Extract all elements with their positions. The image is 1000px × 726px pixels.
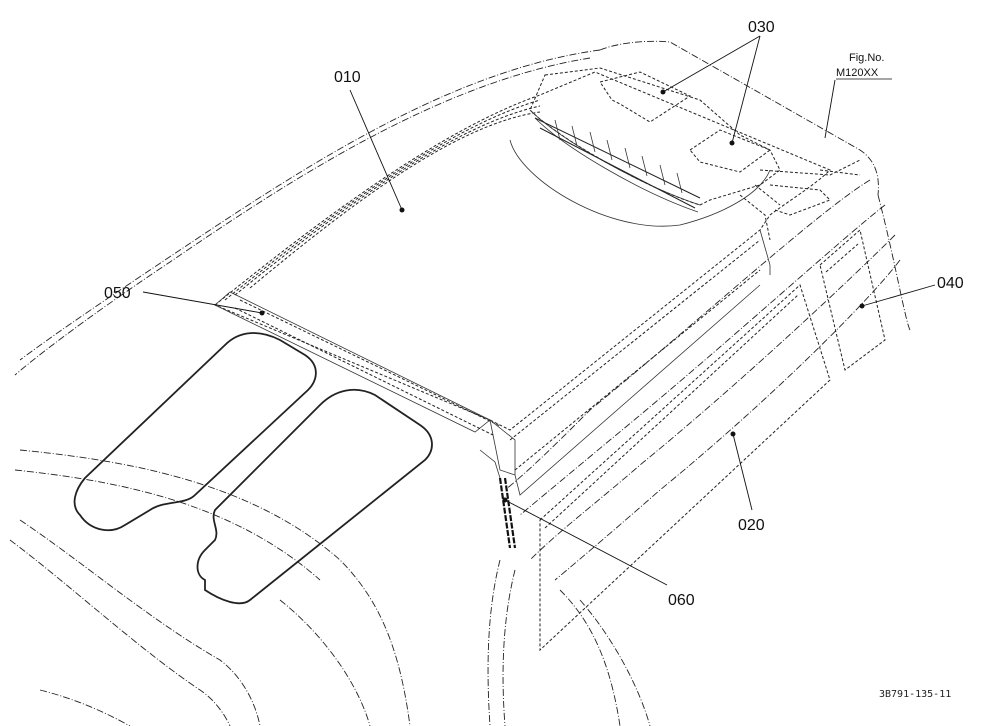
leader-lines [142, 35, 936, 586]
fig-number: M120XX [836, 67, 879, 79]
side-window-020 [539, 284, 831, 652]
rear-window-040 [819, 229, 886, 371]
callout-060: 060 [668, 592, 695, 609]
callout-010: 010 [334, 69, 361, 86]
seam-060 [498, 477, 517, 549]
front-glass-panes [73, 332, 433, 605]
callout-030: 030 [748, 19, 775, 36]
roof-outline [9, 40, 911, 726]
callout-040: 040 [937, 275, 964, 292]
roof-hatch-030 [509, 67, 861, 241]
callout-050: 050 [104, 285, 131, 302]
fig-label: Fig.No. [849, 52, 884, 64]
drawing-code: 3B791-135-11 [879, 689, 951, 700]
callout-020: 020 [738, 517, 765, 534]
roof-panel-010 [214, 71, 831, 496]
